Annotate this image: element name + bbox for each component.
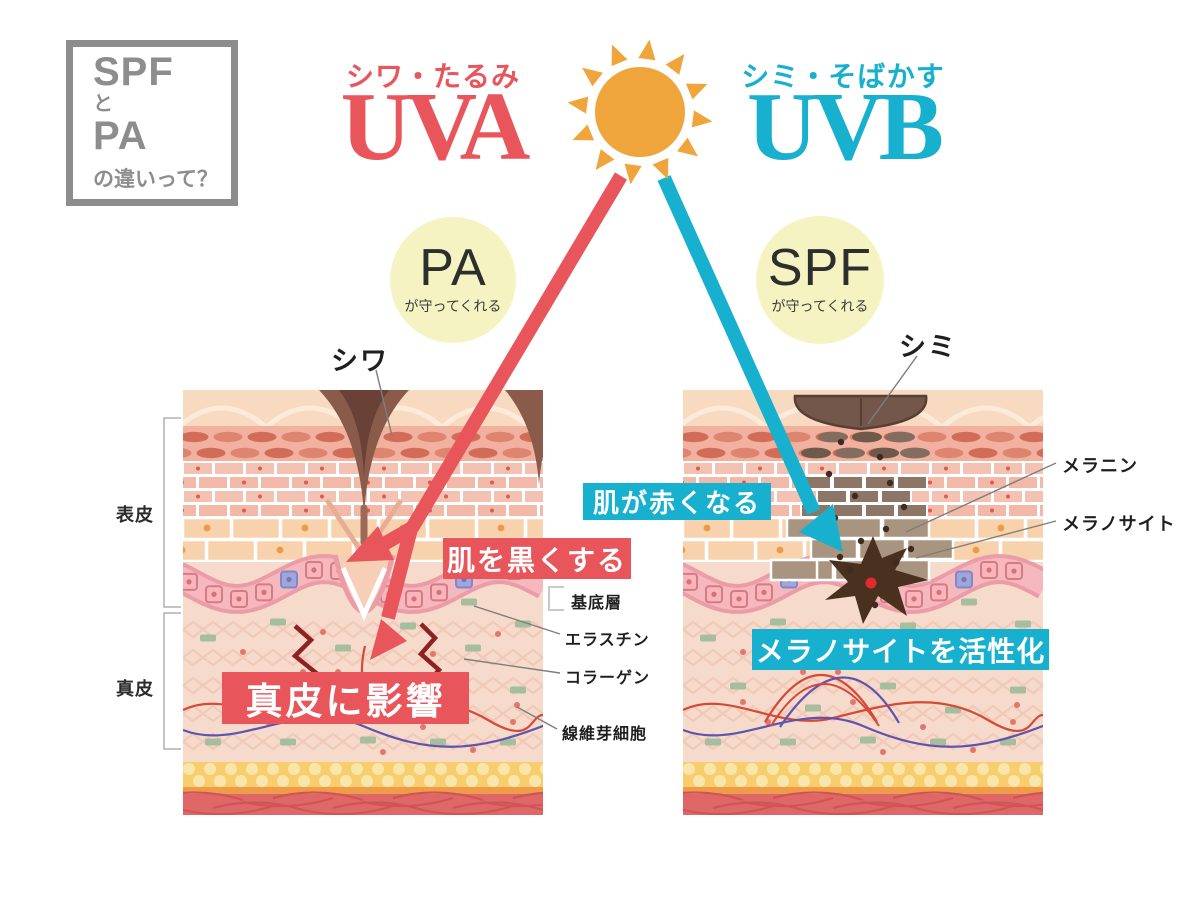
spot-pointer-label: シミ [899, 332, 957, 362]
melanocyte-label: メラノサイト [1062, 514, 1176, 534]
connector-lines [375, 355, 1057, 730]
wrinkle-pointer-label: シワ [331, 346, 389, 376]
spf-label: SPF [767, 238, 873, 297]
collagen-label: コラーゲン [565, 670, 651, 687]
intro-spf: SPF [93, 50, 174, 94]
uva-ray-arrow [346, 172, 628, 660]
intro-box: SPF と PA の違いって？ [66, 40, 238, 206]
uva-tagline: シワ・たるみ [345, 61, 520, 92]
melanin-label: メラニン [1062, 456, 1138, 476]
badge-darkens-skin: 肌を黒くする [443, 538, 631, 579]
intro-to: と [93, 93, 113, 116]
left-skin-panel [183, 390, 543, 815]
layer-brackets [163, 417, 564, 750]
epidermis-label: 表皮 [116, 505, 154, 525]
uvb-tagline: シミ・そばかす [741, 61, 945, 92]
badge-activates-melanocytes: メラノサイトを活性化 [752, 629, 1049, 670]
spf-protection-circle: SPF が守ってくれる [756, 216, 884, 344]
uvb-title: UVB [747, 73, 944, 181]
spf-caption: が守ってくれる [771, 298, 869, 315]
badge-affects-dermis: 真皮に影響 [222, 672, 469, 724]
uvb-ray-arrow [657, 175, 843, 552]
badge-skin-reddens: 肌が赤くなる [583, 483, 771, 520]
pa-protection-circle: PA が守ってくれる [390, 217, 516, 343]
pa-label: PA [419, 238, 487, 297]
basal-layer-label: 基底層 [571, 595, 623, 612]
elastin-label: エラスチン [565, 632, 650, 649]
intro-pa: PA [93, 114, 148, 159]
pa-caption: が守ってくれる [404, 298, 502, 315]
sun-icon [567, 39, 713, 185]
intro-question: の違いって？ [93, 167, 218, 191]
dermis-label: 真皮 [116, 679, 154, 699]
uva-title: UVA [340, 73, 531, 181]
fibroblast-label: 線維芽細胞 [562, 726, 648, 743]
